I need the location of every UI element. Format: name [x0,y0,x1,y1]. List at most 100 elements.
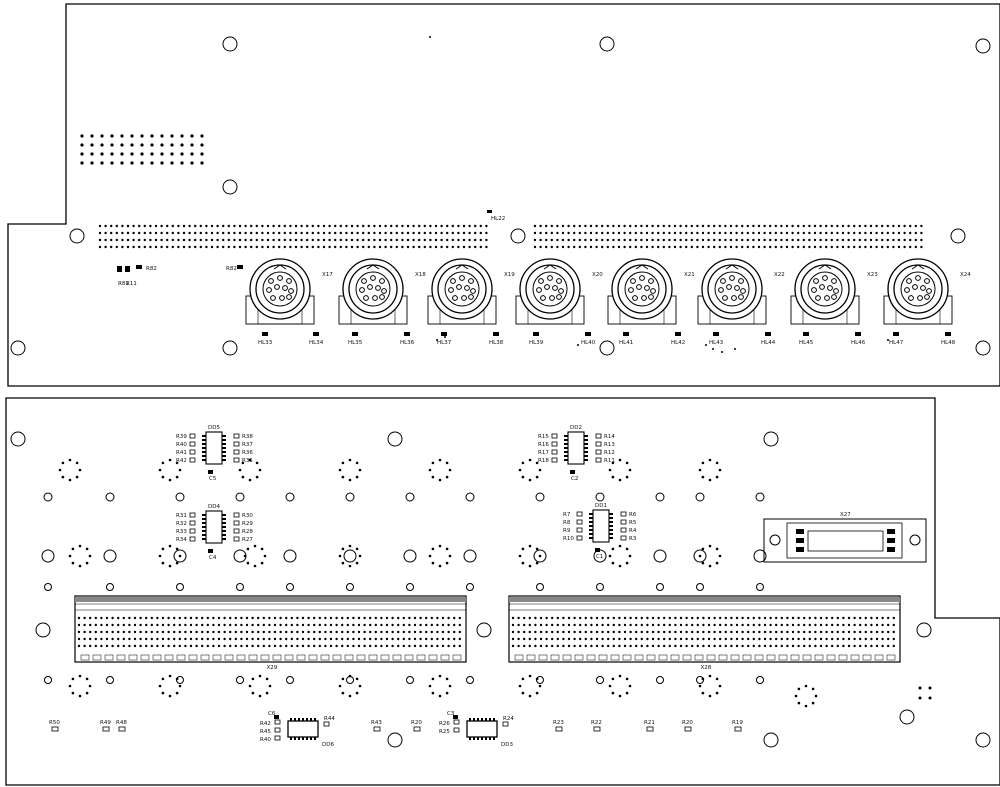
header-pin [819,644,823,648]
header-pin [205,238,208,242]
header-latch [802,654,812,661]
header-pin [640,238,643,242]
cluster-via [625,547,629,551]
led-label: HL44 [761,340,776,346]
pad-hole [343,549,357,563]
chip-pin [222,451,226,453]
header-pin [117,637,120,641]
header-pin [556,616,559,620]
via-cluster [698,458,722,482]
header-pin [875,616,879,620]
header-pin [171,231,174,235]
header-pin [690,245,693,249]
header-pin [110,245,113,249]
header-pin [785,238,789,242]
header-pin [373,231,376,235]
header-pin [283,231,286,235]
header-pin [657,623,660,627]
header-latch [694,654,704,661]
header-pin [646,630,649,634]
header-pin [440,238,443,242]
header-pin [223,616,226,620]
cluster-via [618,544,622,548]
header-pin [206,644,209,648]
header-pin [791,644,795,648]
header-pin [741,245,744,249]
header-pin [261,238,264,242]
cluster-via [701,677,705,681]
cluster-via [618,564,622,568]
resistor-label: R48 [116,720,127,726]
header-pin [318,616,321,620]
header-pin [100,630,103,634]
header-latch [92,654,102,661]
cluster-via [355,691,359,695]
chip-label: DD2 [570,425,582,431]
header-pin [206,637,209,641]
connector-contact [831,294,837,300]
header-pin [262,644,265,648]
chip-pin [609,525,613,527]
connector-ring-inner [355,271,391,307]
header-pin [606,245,609,249]
resistor-label: R5 [629,520,637,526]
header-pin [182,224,186,228]
header-pin [413,637,417,641]
header-latch [790,654,800,661]
cluster-via [85,547,89,551]
header-pin [646,644,649,648]
header-pin [668,616,671,620]
cluster-via [248,478,252,482]
header-pin [363,616,366,620]
header-latch [574,654,584,661]
header-pin [156,630,159,634]
connector-contact [740,288,746,294]
header-pin [578,231,581,235]
header-pin [369,630,372,634]
header-pin [696,245,699,249]
cluster-via [78,564,82,568]
header-pin [719,623,722,627]
header-pin [892,637,895,641]
resistor-label: R17 [538,450,549,456]
cluster-via [528,674,532,678]
header-pin [864,630,867,634]
pad-hole [173,549,187,563]
header-pin [601,637,604,641]
header-pin [825,238,828,242]
resistor-label: R42 [260,721,271,727]
header-pin [374,616,377,620]
lower-board-outline [5,397,1000,786]
header-pin [853,238,856,242]
via-grid-dot [120,152,124,156]
header-latch [886,654,896,661]
header-pin [105,623,109,627]
connector-contact [468,294,474,300]
header-pin [285,616,288,620]
led-pad [493,332,499,336]
header-pin [511,644,515,648]
cluster-via [161,561,165,565]
cluster-via [438,458,442,462]
cluster-via [61,461,65,465]
header-pin [205,231,208,235]
header-latch [514,654,524,661]
resistor-pad [551,433,558,439]
resistor-label: R49 [100,720,111,726]
header-pin [446,224,449,228]
chip-pin [222,459,226,461]
via-grid-dot [120,134,124,138]
header-pin [578,224,581,228]
header-pin [94,623,98,627]
header-pin [279,623,282,627]
header-pin [268,637,271,641]
mounting-hole [510,228,526,244]
led-pad [262,332,268,336]
header-pin [272,231,275,235]
cluster-via [794,694,798,698]
header-pin [234,616,237,620]
header-pin [149,224,152,228]
header-pin [797,630,800,634]
